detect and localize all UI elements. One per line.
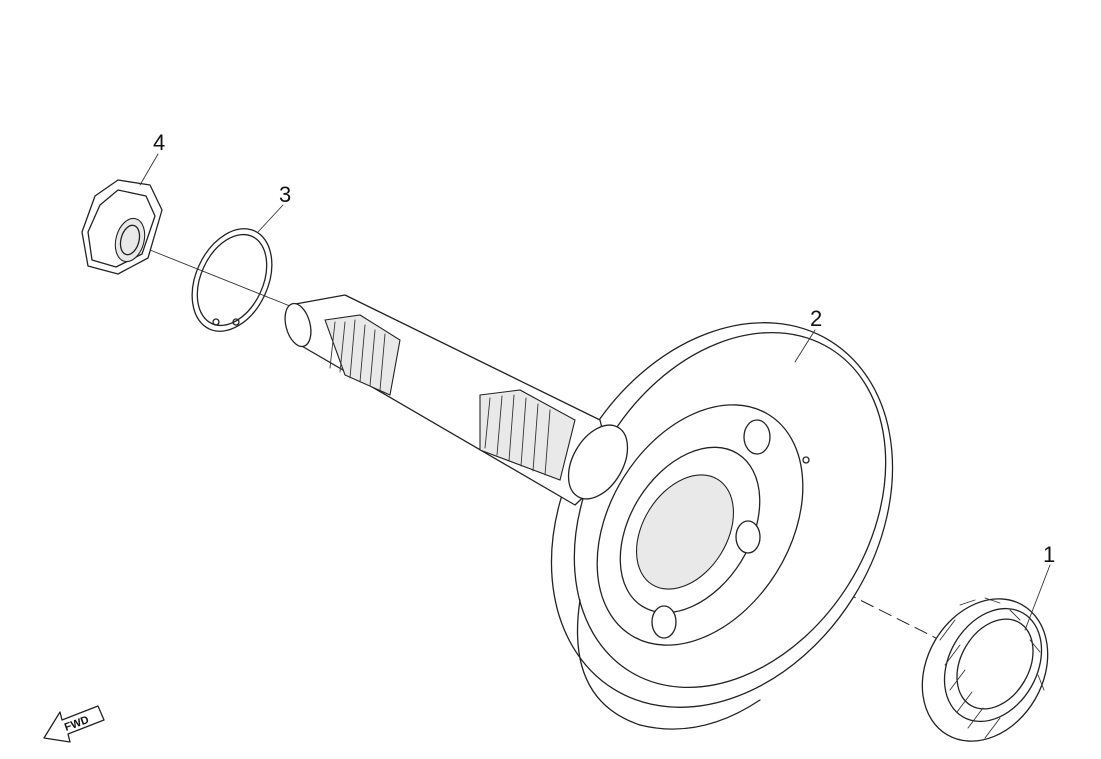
callout-number-2: 2 (810, 306, 822, 331)
sprag-clutch-part-1 (921, 597, 1049, 742)
callout-number-4: 4 (153, 130, 165, 155)
callout-number-1: 1 (1043, 542, 1055, 567)
callout-number-3: 3 (279, 182, 291, 207)
callout-leaders (139, 153, 1051, 631)
fwd-direction-badge: FWD (43, 705, 105, 743)
snap-ring-part-3 (191, 228, 273, 332)
shaft-part-2 (284, 294, 629, 506)
hex-nut-part-4 (81, 179, 163, 275)
drum-hub-part-2 (550, 322, 894, 730)
